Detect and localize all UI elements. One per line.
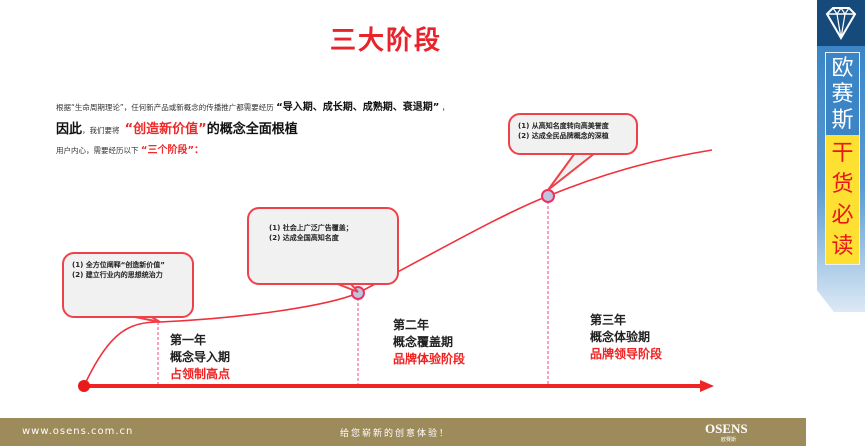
brand-char: 欧 [831,56,854,81]
callout-item: (1) 全方位阐释“创造新价值” [72,261,165,269]
callout-item: (1) 社会上广泛广告覆盖； [269,224,353,232]
milestone-point [541,189,555,203]
callout-item: (1) 从高知名度转向高美誉度 [518,122,609,130]
callout-stage-3: (1) 从高知名度转向高美誉度 (2) 达成全民品牌概念的深植 [508,113,638,155]
callout-item: (2) 达成全民品牌概念的深植 [518,132,609,140]
intro-text: 的概念全面根植 [206,122,298,137]
callout-item: (2) 建立行业内的思想统治力 [72,271,163,279]
callout-stage-1: (1) 全方位阐释“创造新价值” (2) 建立行业内的思想统治力 [62,252,194,318]
intro-line-2: 因此，我们要将 “创造新价值”的概念全面根植 [56,118,298,137]
intro-line-3: 用户内心，需要经历以下 “三个阶段”： [56,141,204,156]
intro-line-1: 根据“生命周期理论”，任何新产品或新概念的传播推广都需要经历 “导入期、成长期、… [56,98,449,113]
stage-goal: 占领制高点 [170,367,231,381]
stage-phase: 概念导入期 [170,350,231,364]
stage-phase: 概念体验期 [590,330,651,344]
intro-highlight: “导入期、成长期、成熟期、衰退期” [276,102,440,113]
intro-text: 用户内心，需要经历以下 [56,146,139,155]
diamond-icon [825,6,857,40]
sidebar-label-box: 欧 赛 斯 干 货 必 读 [825,52,860,265]
sidebar-brand: 欧 赛 斯 [826,53,859,135]
sidebar-header [817,0,865,46]
callout-stage-2: (1) 社会上广泛广告覆盖； (2) 达成全国高知名度 [247,207,399,285]
footer-logo-sub: 欧赛斯 [721,437,737,443]
brand-char: 赛 [831,82,854,107]
sidebar-tag: 干 货 必 读 [826,135,859,264]
stage-1: 第一年 概念导入期 占领制高点 [170,332,230,383]
stage-year: 第三年 [590,313,627,327]
stage-goal: 品牌体验阶段 [393,352,466,366]
growth-curve [83,149,713,387]
footer-logo: OSENS [705,421,748,436]
intro-highlight: “三个阶段”： [140,145,205,156]
tag-char: 必 [831,203,854,228]
start-point [78,380,90,392]
stage-phase: 概念覆盖期 [393,335,454,349]
stage-2: 第二年 概念覆盖期 品牌体验阶段 [393,317,465,368]
brand-char: 斯 [831,108,854,133]
intro-text: 根据“生命周期理论”，任何新产品或新概念的传播推广都需要经历 [56,103,274,112]
footer-slogan: 给您崭新的创意体验！ [340,429,451,439]
intro-text: ， [441,103,450,112]
stage-goal: 品牌领导阶段 [590,347,663,361]
callout-item: (2) 达成全国高知名度 [269,234,339,242]
tag-char: 读 [831,234,854,259]
footer: www.osens.com.cn 给您崭新的创意体验！ OSENS 欧赛斯 [0,418,806,446]
page-title: 三大阶段 [330,26,443,56]
footer-url[interactable]: www.osens.com.cn [22,426,134,437]
intro-highlight: “创造新价值” [124,122,207,137]
stage-year: 第一年 [170,333,207,347]
tag-char: 干 [831,141,854,166]
intro-text: ，我们要将 [82,126,120,135]
growth-diagram [78,149,714,392]
stage-3: 第三年 概念体验期 品牌领导阶段 [590,312,662,363]
tag-char: 货 [831,172,854,197]
intro-lead: 因此 [56,122,83,137]
stage-year: 第二年 [393,318,430,332]
axis-arrow-icon [700,380,714,392]
callout-tail [547,152,598,191]
